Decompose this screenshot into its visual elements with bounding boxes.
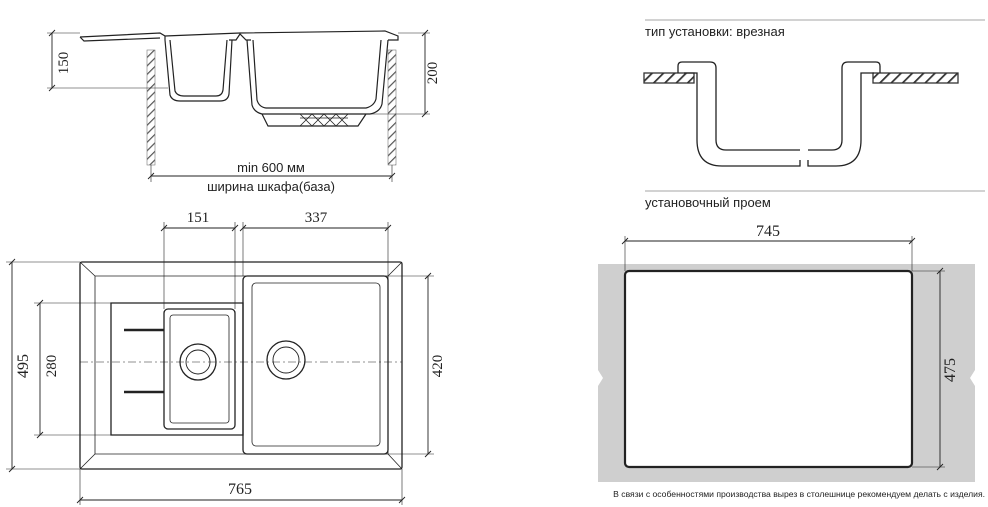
side-depth-large-label: 200 [425,62,441,85]
sink-wall-left [677,61,801,167]
small-bowl-inner [169,314,230,424]
small-bowl-depth-label: 280 [44,355,60,378]
large-bowl-profile [246,39,389,127]
cutout-width-label: 745 [756,223,780,240]
cutout-opening [623,269,914,469]
large-bowl-drain [266,340,306,380]
small-bowl-width-label: 151 [187,210,210,226]
countertop-right [872,72,959,84]
sink-wall-right [807,61,881,167]
total-depth-label: 495 [15,354,32,378]
top-view [6,222,434,505]
cutout-dims [621,236,945,471]
cabinet-width-label: ширина шкафа(база) [207,179,335,194]
side-depth-small-label: 150 [56,52,72,75]
small-bowl-outline [163,308,236,430]
bowl-divider-profile [229,33,251,41]
cabinet-wall-right [387,49,397,166]
bowl-support-cross [299,113,349,127]
countertop-left [643,72,695,84]
drainboard-outline [110,302,244,436]
sink-outer-outline [79,261,403,470]
cabinet-wall-left [146,49,156,166]
cutout-depth-label: 475 [942,358,959,382]
install-profile [643,61,959,167]
total-width-label: 765 [228,481,252,498]
large-bowl-inner [251,282,381,447]
install-type-label: тип установки: врезная [645,24,785,39]
cutout-label: установочный проем [645,195,771,210]
sink-bevel [79,261,403,470]
min-width-label: min 600 мм [237,160,305,175]
large-bowl-width-label: 337 [305,210,328,226]
large-bowl-depth-label: 420 [430,355,446,378]
side-view [47,29,430,182]
cutout-note: В связи с особенностями производства выр… [613,489,985,499]
large-bowl-drain-inner [272,346,300,374]
large-bowl-outline [242,275,389,455]
small-bowl-profile [164,39,233,102]
sink-rim-profile [79,30,399,42]
